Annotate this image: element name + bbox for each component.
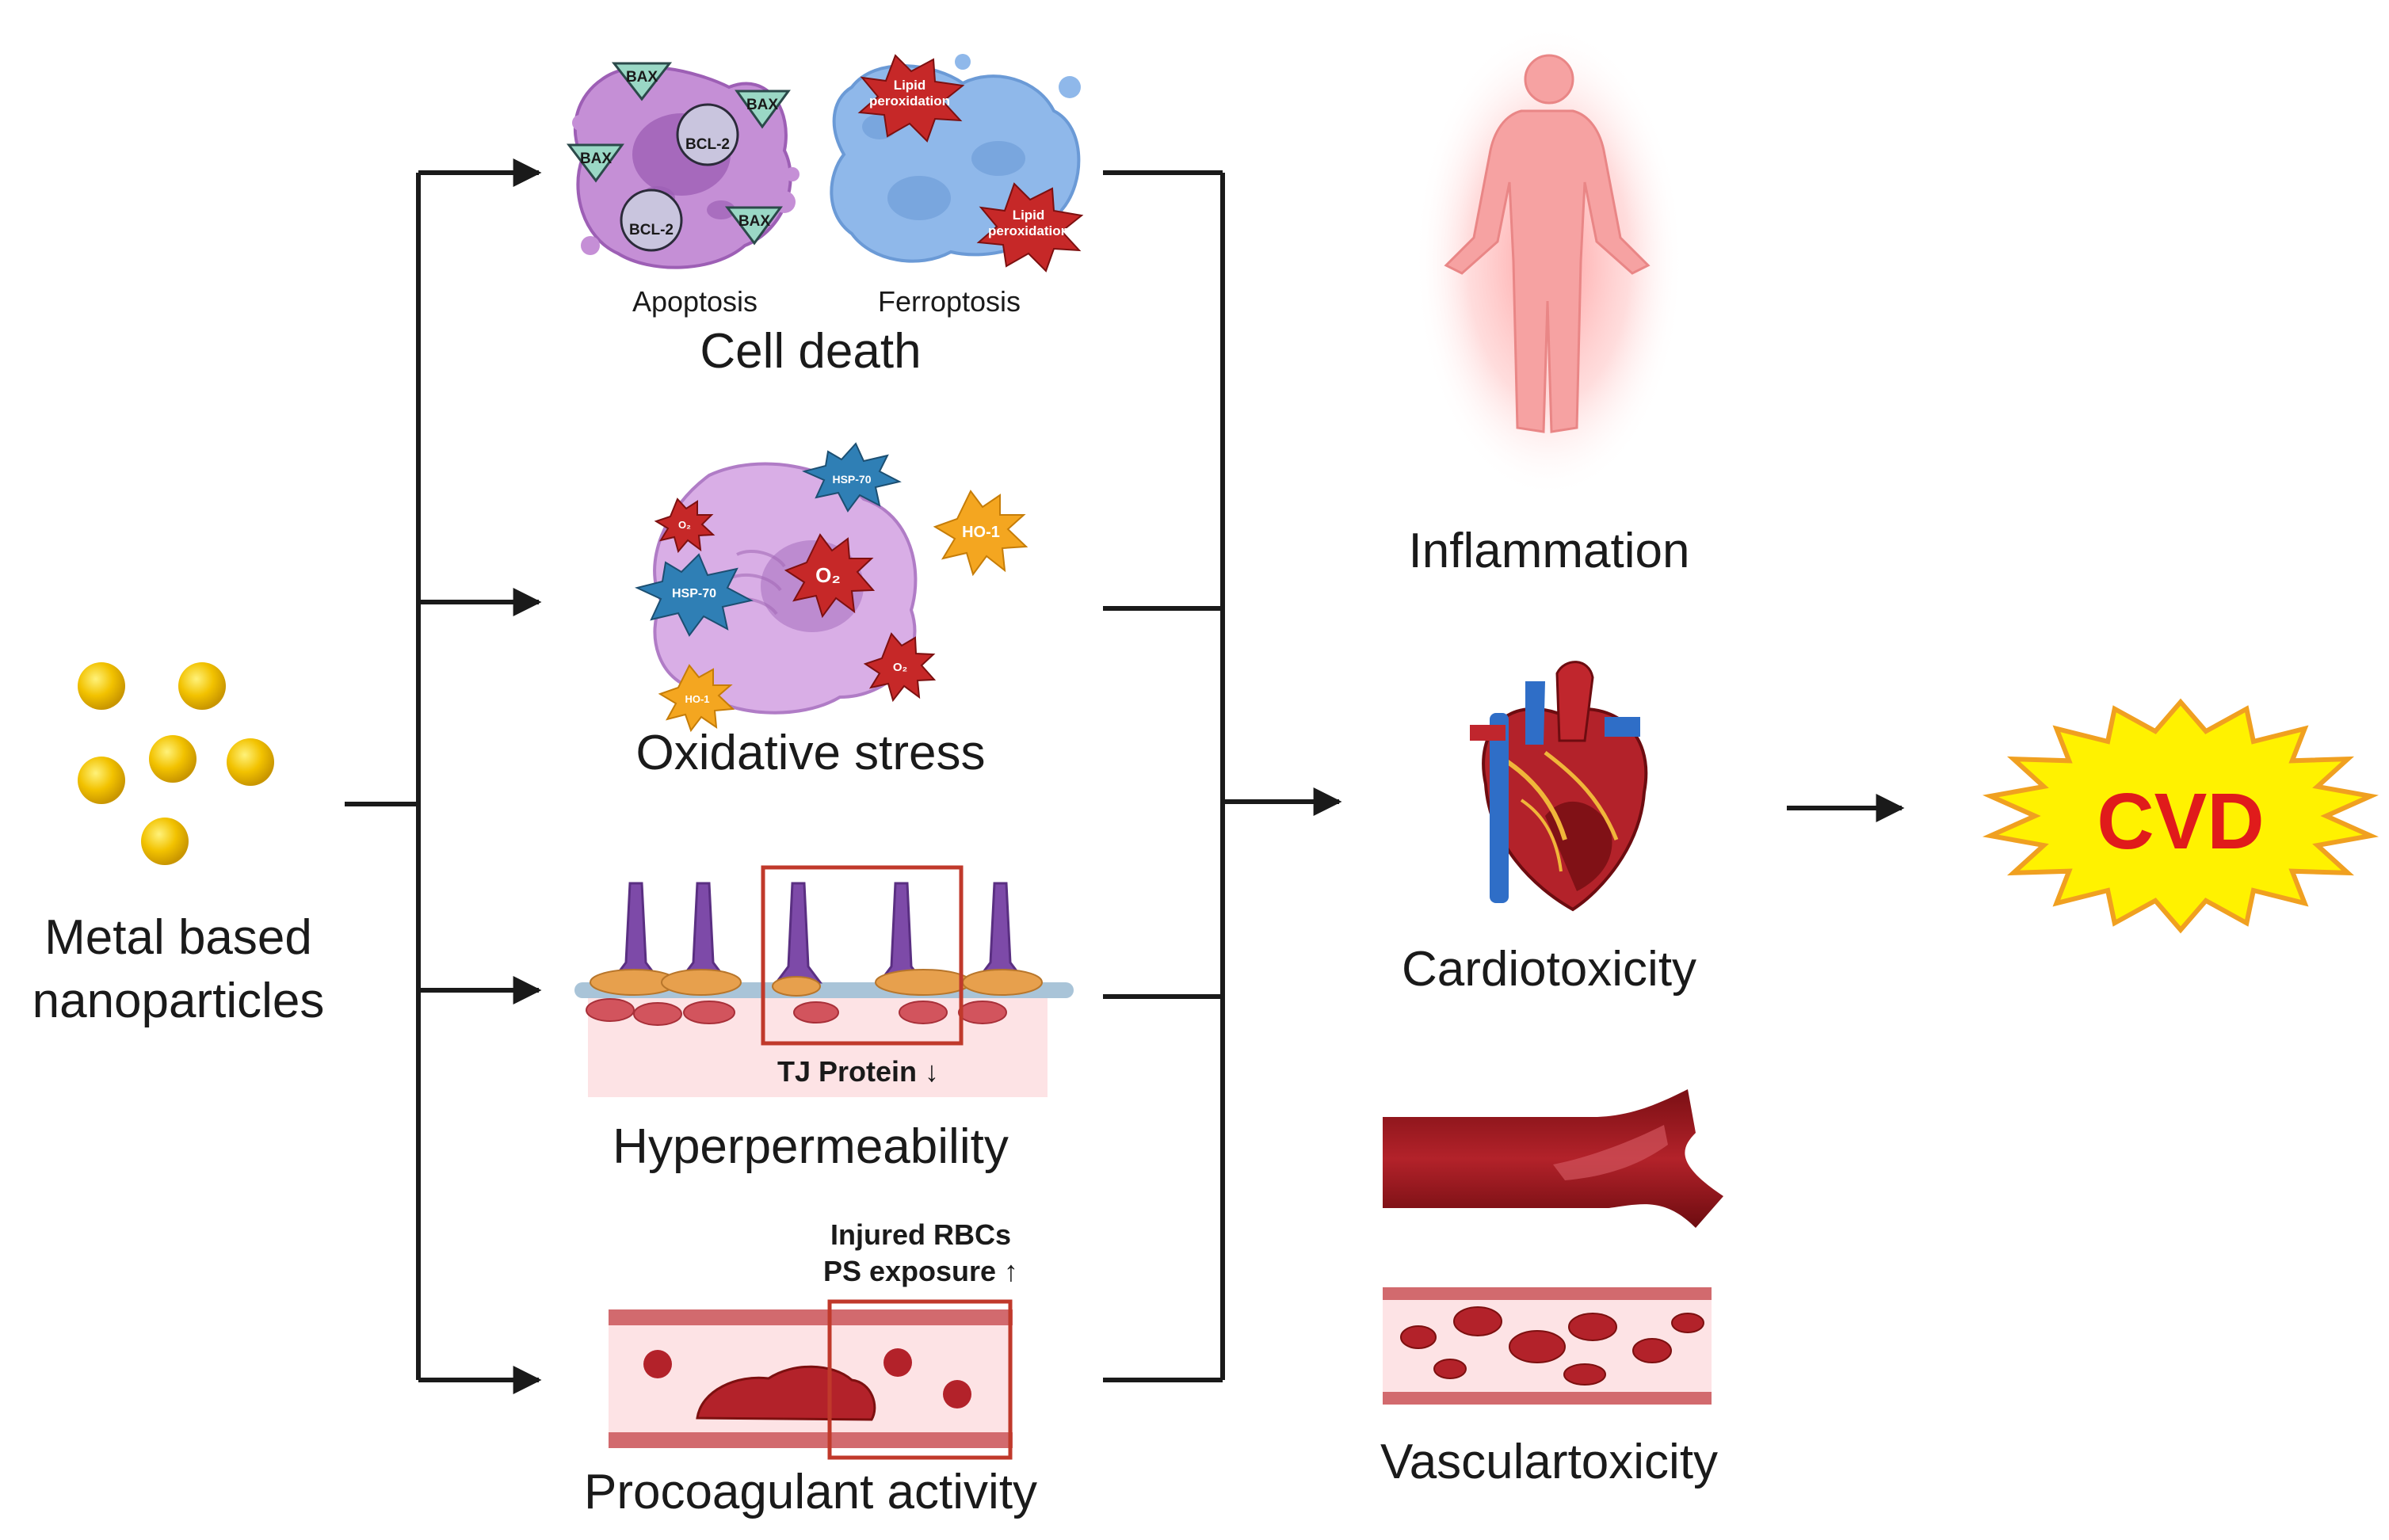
apoptosis-label: Apoptosis (632, 285, 758, 318)
bax-marker: BAX (735, 90, 791, 129)
ho1-burst: HO-1 (933, 490, 1028, 577)
hyperpermeability-illustration (574, 865, 1074, 1097)
injured-rbcs-annotation: Injured RBCs (830, 1218, 1012, 1251)
left-branch-arrows (345, 158, 542, 1394)
o2-burst: O₂ (863, 632, 937, 703)
ferroptosis-label: Ferroptosis (877, 285, 1021, 318)
bax-marker: BAX (724, 206, 783, 246)
ho1-burst: HO-1 (658, 664, 735, 733)
right-merge-arrows (1103, 170, 1905, 1382)
hsp70-label: HSP-70 (672, 587, 716, 600)
cardiotoxicity-label: Cardiotoxicity (1401, 942, 1697, 997)
ho1-label: HO-1 (962, 524, 1000, 541)
tj-protein-annotation: TJ Protein ↓ (777, 1055, 940, 1088)
human-body-illustration (1414, 24, 1684, 499)
cvd-label: CVD (2097, 777, 2265, 866)
ho1-label: HO-1 (685, 693, 709, 705)
o2-burst: O₂ (784, 533, 876, 619)
bax-label: BAX (626, 69, 658, 86)
bcl2-marker: BCL-2 (676, 103, 739, 166)
bax-label: BAX (580, 151, 612, 167)
hyperpermeability-title: Hyperpermeability (613, 1119, 1009, 1174)
o2-label: O₂ (815, 563, 841, 587)
ps-exposure-annotation: PS exposure ↑ (822, 1255, 1019, 1287)
lipid-peroxidation-burst: Lipid peroxidation (976, 182, 1084, 273)
vasculartoxicity-label: Vasculartoxicity (1380, 1435, 1719, 1489)
procoagulant-illustration (609, 1299, 1013, 1460)
bax-marker: BAX (566, 143, 624, 183)
nanoparticle (78, 662, 125, 710)
hsp70-burst: HSP-70 (801, 442, 902, 513)
nanoparticle (178, 662, 226, 710)
procoagulant-title: Procoagulant activity (583, 1465, 1038, 1519)
nanoparticle (78, 757, 125, 804)
cell-death-title: Cell death (700, 324, 922, 379)
lipid-label: peroxidation (988, 223, 1069, 238)
o2-label: O₂ (678, 519, 691, 531)
lipid-label: peroxidation (869, 93, 950, 109)
heart-illustration (1470, 661, 1648, 912)
bcl2-label: BCL-2 (685, 136, 730, 153)
nanoparticle (149, 735, 197, 783)
o2-burst: O₂ (654, 497, 716, 554)
nanoparticles-cluster (78, 662, 274, 865)
oxidative-stress-title: Oxidative stress (635, 726, 986, 780)
o2-label: O₂ (893, 661, 907, 674)
bcl2-marker: BCL-2 (620, 189, 683, 252)
cvd-burst (1982, 698, 2379, 934)
nanoparticles-label-line2: nanoparticles (32, 974, 325, 1028)
inflammation-label: Inflammation (1408, 524, 1690, 578)
lipid-label: Lipid (894, 78, 926, 93)
hsp70-label: HSP-70 (832, 473, 871, 486)
nanoparticles-label-line1: Metal based (44, 910, 312, 965)
hsp70-burst: HSP-70 (635, 553, 754, 637)
blood-vessel-illustration (1383, 1287, 1712, 1405)
bax-marker: BAX (611, 62, 673, 101)
nanoparticle (227, 738, 274, 786)
branching-vessel-illustration (1383, 1089, 1723, 1228)
bax-label: BAX (738, 213, 770, 230)
lipid-label: Lipid (1013, 208, 1045, 223)
bcl2-label: BCL-2 (629, 222, 674, 238)
nanoparticle (141, 818, 189, 865)
lipid-peroxidation-burst: Lipid peroxidation (857, 54, 965, 143)
bax-label: BAX (746, 97, 778, 113)
